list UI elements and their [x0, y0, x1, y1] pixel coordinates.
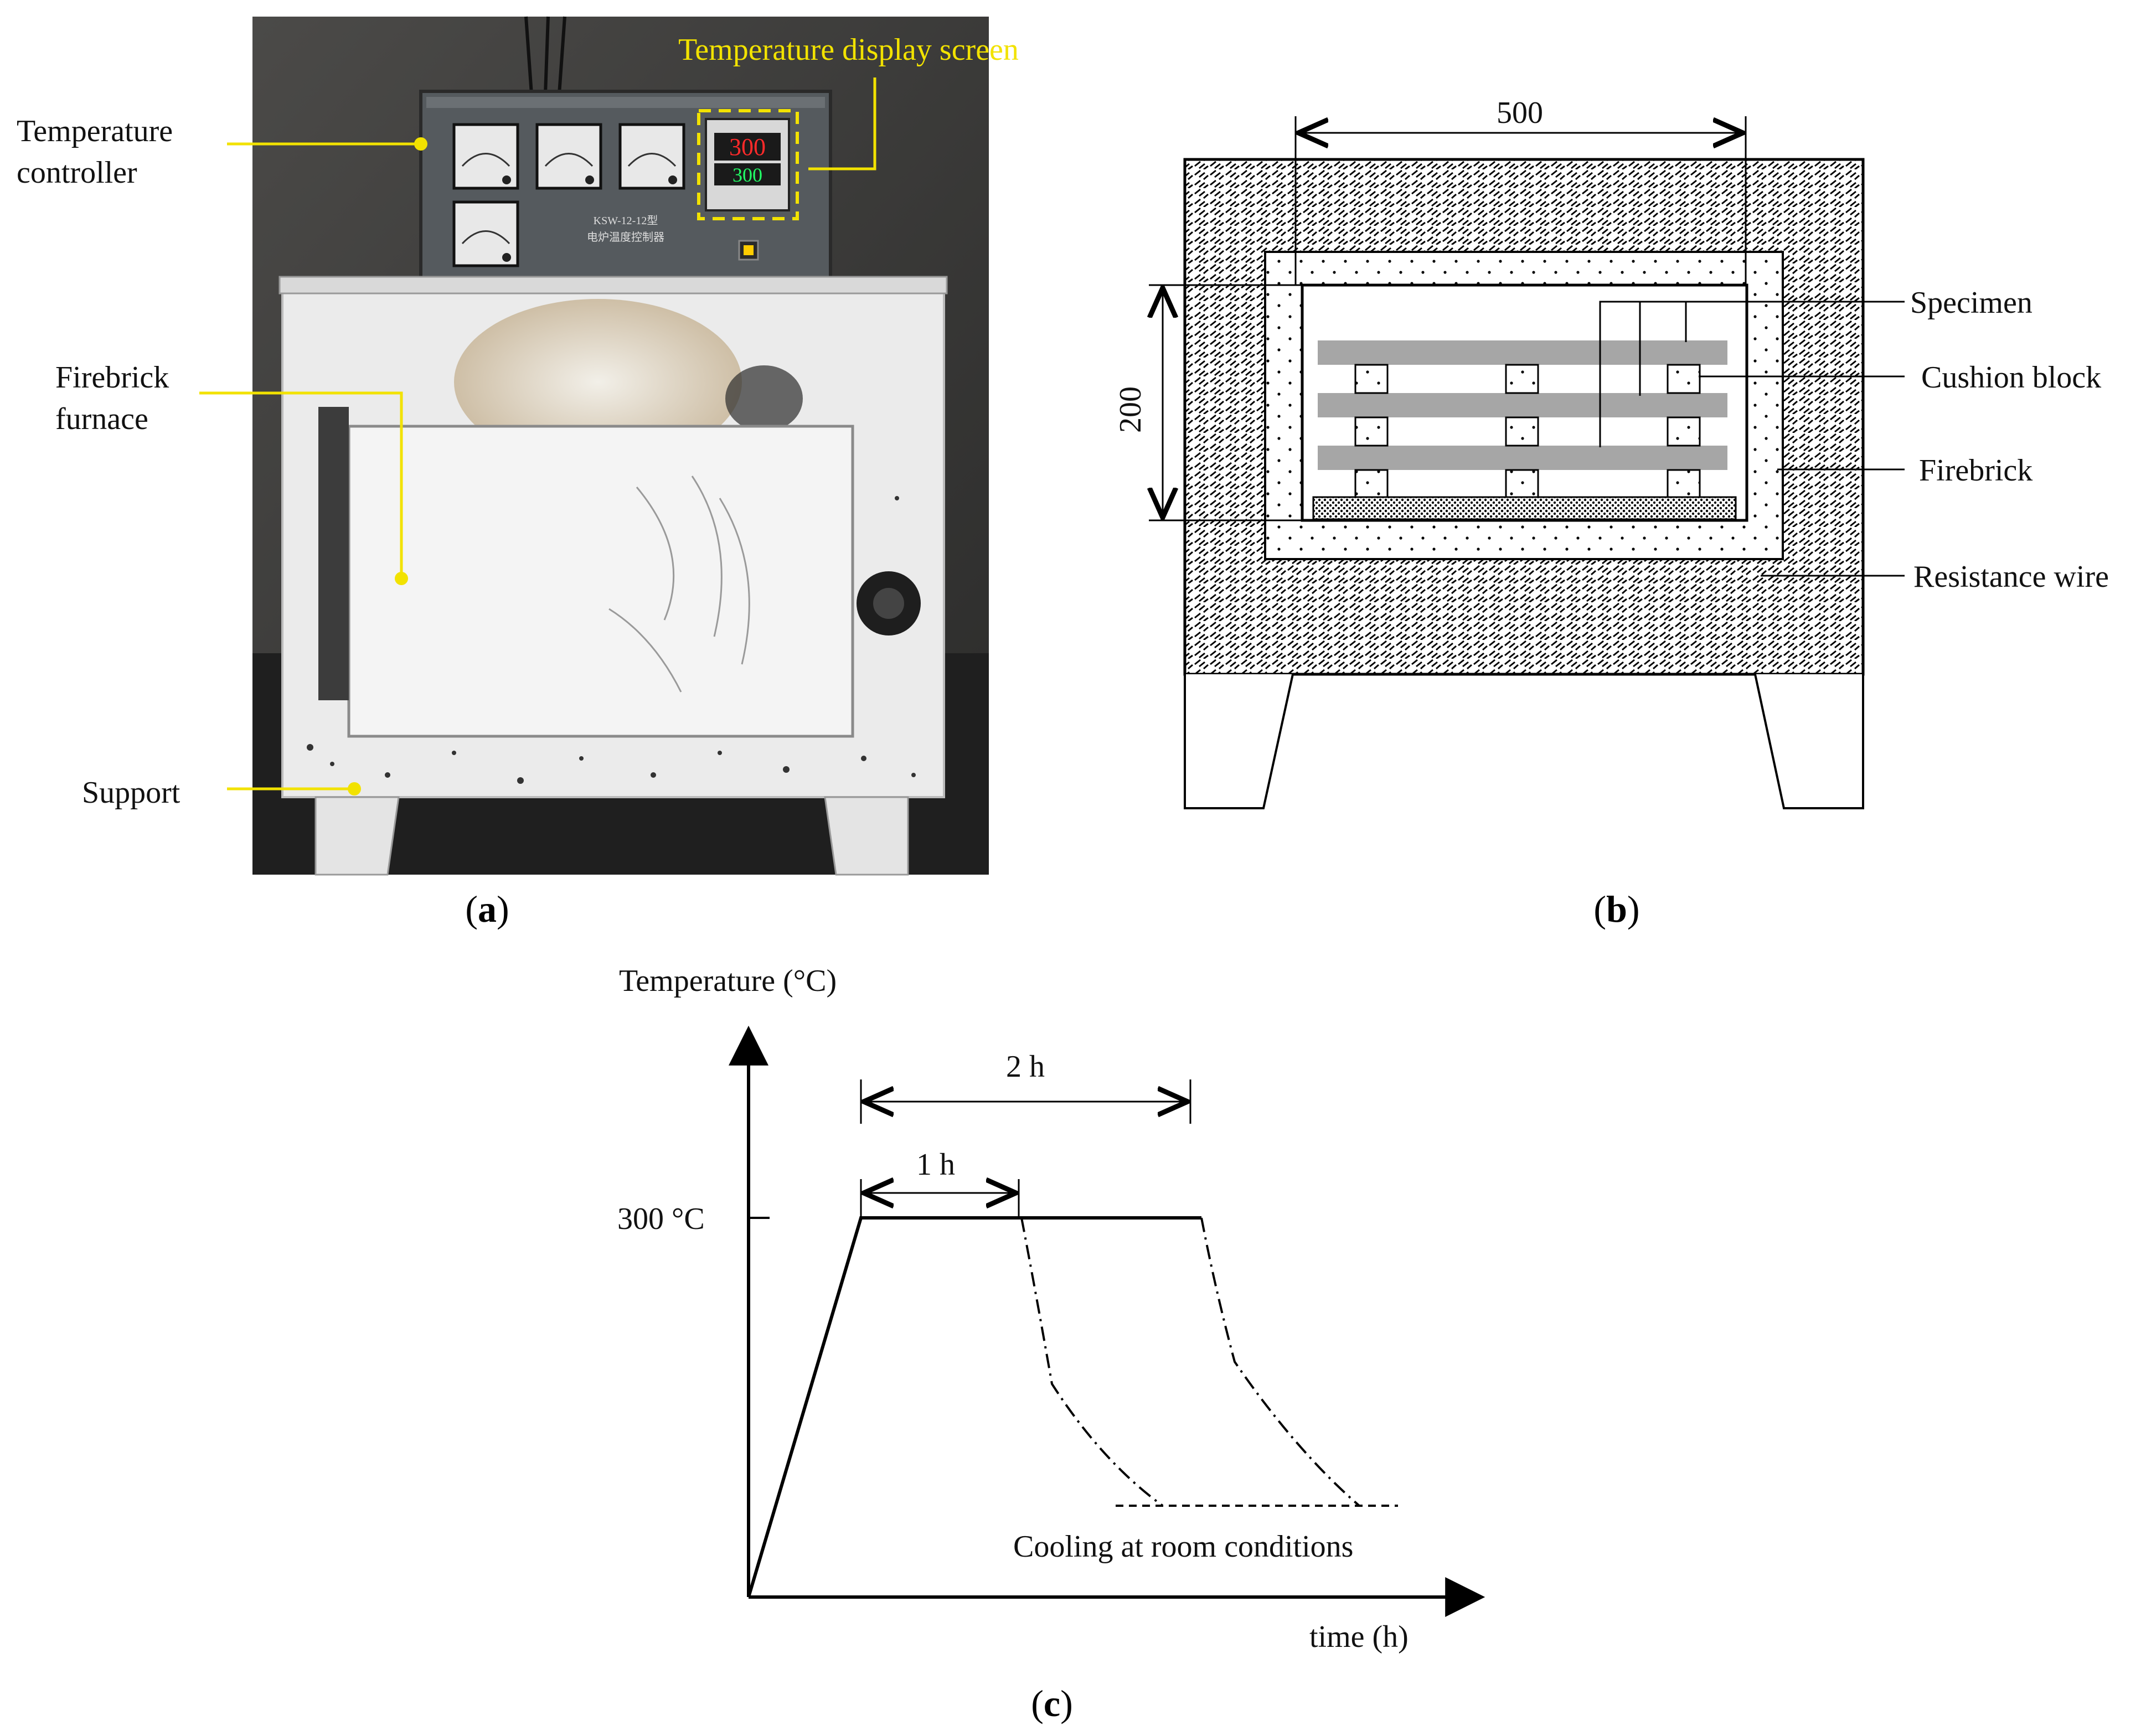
label-temperature-controller-line2: controller: [17, 156, 137, 190]
dimension-width-label: 500: [1497, 96, 1543, 130]
panel-a-photo: KSW-12-12型 电炉温度控制器 300 300: [199, 16, 1019, 876]
caption-b: (b): [1593, 888, 1639, 930]
label-cushion-block: Cushion block: [1921, 360, 2101, 395]
caption-c: (c): [1031, 1682, 1073, 1724]
ammeter-2: [535, 123, 602, 190]
support-leg-left: [314, 796, 400, 876]
panel-c-temperature-profile: Temperature (°C) time (h) 300 °C 2 h 1 h…: [617, 964, 1485, 1654]
temperature-controller-box: KSW-12-12型 电炉温度控制器 300 300: [419, 90, 832, 287]
cooling-curve-1h: [1020, 1217, 1164, 1507]
caption-a: (a): [465, 888, 509, 930]
label-temperature-display-screen: Temperature display screen: [678, 33, 1019, 67]
label-support: Support: [82, 776, 180, 810]
specimen-bar-1: [1318, 340, 1727, 365]
controller-model-text: KSW-12-12型: [594, 214, 658, 227]
x-axis-label: time (h): [1309, 1620, 1409, 1654]
temperature-display: 300 300: [705, 118, 790, 211]
specimen-bar-2: [1318, 393, 1727, 417]
annotation-dots: [348, 137, 427, 795]
label-resistance-wire: Resistance wire: [1913, 560, 2109, 594]
span-label-1h: 1 h: [916, 1148, 955, 1182]
resistance-plate: [1312, 496, 1737, 520]
cushion-blocks: [1354, 364, 1701, 498]
power-cables: [524, 16, 566, 95]
display-reading-sv: 300: [732, 164, 762, 186]
panel-b-schematic: 500 200 Specimen Cushion block Firebrick…: [1113, 96, 2109, 809]
firebrick-furnace-body: [278, 276, 948, 798]
annotation-leaders: [199, 78, 876, 790]
label-firebrick: Firebrick: [1919, 453, 2032, 488]
display-highlight-box: [697, 109, 799, 220]
y-axis-label: Temperature (°C): [619, 964, 837, 998]
level-label: 300 °C: [617, 1202, 705, 1236]
controller-chinese-text: 电炉温度控制器: [587, 231, 664, 244]
ammeter-1: [452, 123, 519, 190]
span-label-2h: 2 h: [1006, 1050, 1045, 1084]
cooling-curve-2h: [1200, 1217, 1360, 1507]
voltmeter: [452, 200, 519, 267]
ammeter-3: [618, 123, 685, 190]
label-specimen: Specimen: [1910, 286, 2032, 320]
label-firebrick-furnace-line1: Firebrick: [55, 360, 169, 395]
furnace-door: [347, 425, 854, 738]
dimension-height-label: 200: [1113, 386, 1148, 433]
cooling-label: Cooling at room conditions: [1013, 1530, 1353, 1564]
door-hinge: [318, 407, 349, 700]
specimen-bar-3: [1318, 446, 1727, 470]
label-firebrick-furnace-line2: furnace: [55, 402, 148, 436]
schematic-leg-right: [1754, 674, 1864, 809]
schematic-leaders: [1599, 301, 1905, 577]
display-reading-pv: 300: [729, 133, 766, 161]
furnace-speckles: [307, 496, 916, 784]
label-temperature-controller-line1: Temperature: [17, 114, 173, 148]
schematic-leg-left: [1184, 674, 1294, 809]
support-leg-right: [824, 796, 909, 876]
